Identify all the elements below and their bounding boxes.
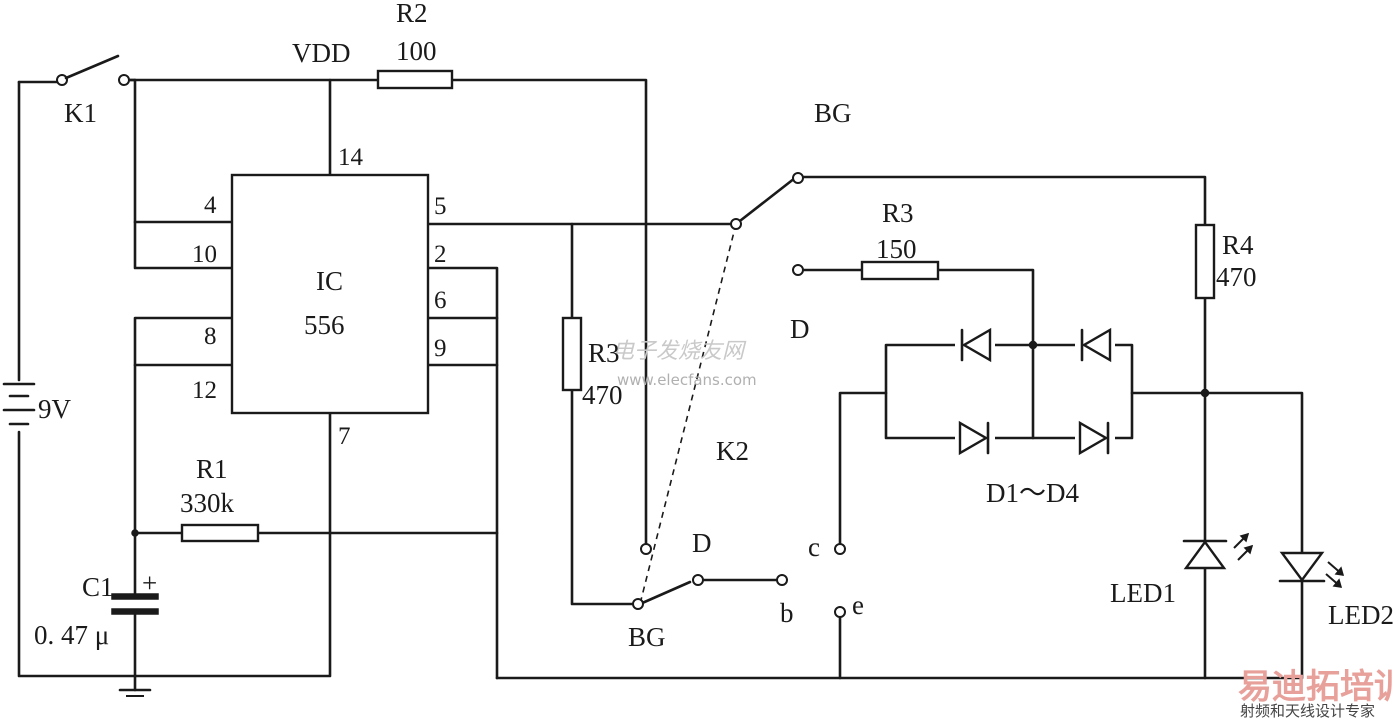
label-ic-name: IC <box>316 266 343 296</box>
label-bg-bottom: BG <box>628 622 666 652</box>
label-r1-name: R1 <box>196 454 228 484</box>
logo-text: 易迪拓培训 <box>1238 667 1394 707</box>
pin-6: 6 <box>434 287 447 314</box>
led1 <box>1182 532 1254 570</box>
pin-4: 4 <box>204 192 217 219</box>
pin-5: 5 <box>434 193 447 220</box>
watermark: 电子发烧友网 www.elecfans.com <box>612 339 757 389</box>
label-b: b <box>780 598 794 628</box>
label-r1-value: 330k <box>180 488 235 518</box>
label-bg-top: BG <box>814 98 852 128</box>
label-d-mid: D <box>790 314 810 344</box>
pin-14: 14 <box>338 144 364 171</box>
label-c: c <box>808 532 820 562</box>
resistor-r1 <box>180 523 260 543</box>
label-r4-value: 470 <box>1216 262 1257 292</box>
label-ic-part: 556 <box>304 310 345 340</box>
ground-symbol <box>118 674 152 697</box>
label-c1-value: 0. 47 μ <box>34 620 109 650</box>
logo-subtitle: 射频和天线设计专家 <box>1240 702 1375 720</box>
diode-bridge-d1-d4 <box>955 327 1115 456</box>
junction-dots <box>131 340 1210 537</box>
wires <box>17 78 1304 680</box>
label-r3b-name: R3 <box>882 198 914 228</box>
switch-k1 <box>56 54 130 86</box>
logo-watermark: 易迪拓培训 射频和天线设计专家 <box>1238 667 1394 720</box>
capacitor-c1 <box>111 593 159 615</box>
labels: VDD K1 9V R2 100 IC 556 14 4 10 8 12 5 2… <box>34 0 1394 652</box>
label-led1: LED1 <box>1110 578 1176 608</box>
label-k1: K1 <box>64 98 97 128</box>
terminals <box>632 172 846 618</box>
resistor-r4 <box>1194 223 1216 300</box>
pin-10: 10 <box>192 241 217 268</box>
label-c1-name: C1 <box>82 572 114 602</box>
label-r3a-name: R3 <box>588 338 620 368</box>
label-k2: K2 <box>716 436 749 466</box>
label-e: e <box>852 590 864 620</box>
label-r3a-value: 470 <box>582 380 623 410</box>
label-r2-value: 100 <box>396 36 437 66</box>
resistor-r2 <box>376 69 454 90</box>
ic-556 <box>230 173 430 415</box>
label-diodes: D1～D4 <box>986 478 1079 508</box>
label-battery: 9V <box>38 394 72 424</box>
pin-2: 2 <box>434 241 447 268</box>
label-c1-plus: + <box>142 568 157 598</box>
label-led2: LED2 <box>1328 600 1394 630</box>
label-d-bottom: D <box>692 528 712 558</box>
label-r4-name: R4 <box>1222 230 1254 260</box>
led2 <box>1278 551 1345 588</box>
pin-12: 12 <box>192 377 217 404</box>
label-r2-name: R2 <box>396 0 428 28</box>
label-r3b-value: 150 <box>876 234 917 264</box>
label-vdd: VDD <box>292 38 351 68</box>
resistor-r3-470 <box>561 316 583 392</box>
resistor-r3-150 <box>860 260 940 281</box>
pin-7: 7 <box>338 423 351 450</box>
battery-9v <box>2 382 36 426</box>
watermark-site-cn: 电子发烧友网 <box>612 339 747 364</box>
pin-9: 9 <box>434 335 447 362</box>
pin-8: 8 <box>204 323 217 350</box>
watermark-site: www.elecfans.com <box>617 371 757 389</box>
